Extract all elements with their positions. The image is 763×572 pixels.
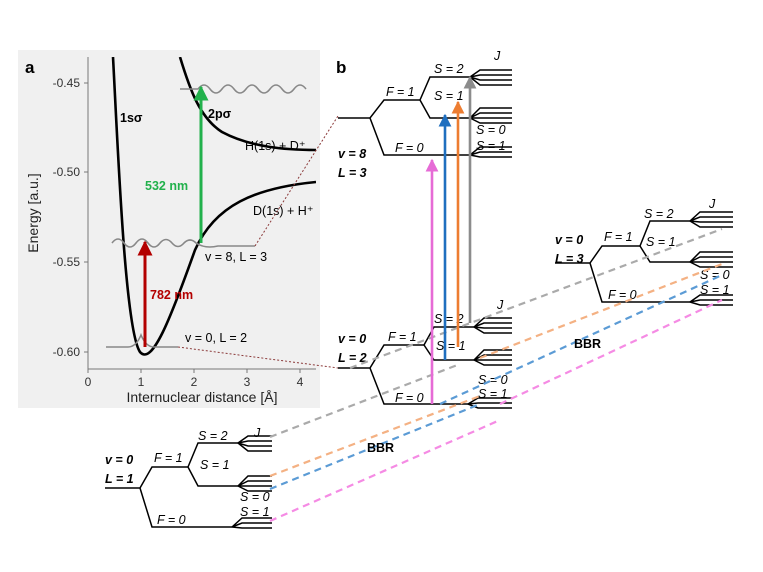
label-J: J — [496, 298, 504, 312]
label-asymptote-upper: H(1s) + D⁺ — [245, 139, 305, 153]
label-v: v = 0 — [555, 233, 583, 247]
potential-curve-2p-sigma — [178, 57, 316, 152]
label-J: J — [253, 426, 261, 440]
label-532nm: 532 nm — [145, 179, 188, 193]
label-L: L = 1 — [105, 472, 134, 486]
bbr-label: BBR — [367, 441, 394, 455]
label-S1: S = 1 — [240, 505, 270, 519]
y-tick-label: -0.55 — [53, 255, 81, 269]
label-S1: S = 1 — [646, 235, 676, 249]
label-F1: F = 1 — [604, 230, 633, 244]
label-S2: S = 2 — [644, 207, 674, 221]
x-tick-label: 0 — [85, 375, 92, 389]
panel-b-label: b — [336, 58, 346, 77]
panel-a-label: a — [25, 58, 35, 77]
bbr-line-blue-lower — [269, 402, 481, 491]
label-782nm: 782 nm — [150, 288, 193, 302]
label-F0: F = 0 — [395, 141, 424, 155]
potential-curve-1s-sigma — [111, 57, 316, 356]
bbr-line-pink-lower — [269, 418, 501, 523]
label-F1: F = 1 — [386, 85, 415, 99]
label-S2: S = 2 — [198, 429, 228, 443]
label-S1: S = 1 — [200, 458, 230, 472]
label-F1: F = 1 — [154, 451, 183, 465]
manifold-v8-l3 — [338, 69, 512, 158]
y-axis-label: Energy [a.u.] — [25, 173, 41, 252]
label-J: J — [708, 197, 716, 211]
label-S2: S = 2 — [434, 62, 464, 76]
x-tick-label: 2 — [191, 375, 198, 389]
manifold-v0-l1 — [105, 435, 272, 529]
label-2p-sigma: 2pσ — [208, 107, 232, 121]
x-tick-label: 1 — [138, 375, 145, 389]
label-v: v = 0 — [105, 453, 133, 467]
y-tick-label: -0.60 — [53, 345, 81, 359]
label-J: J — [493, 49, 501, 63]
panel-b: b v = 8 L = 3 F = 1 F = 0 S = 2 S = 1 S … — [105, 49, 733, 529]
label-F0: F = 0 — [157, 513, 186, 527]
label-state-upper: v = 8, L = 3 — [205, 250, 267, 264]
bbr-line-orange-upper — [479, 262, 723, 360]
label-state-lower: v = 0, L = 2 — [185, 331, 247, 345]
label-S0: S = 0 — [700, 268, 730, 282]
label-S0: S = 0 — [476, 123, 506, 137]
y-tick-label: -0.50 — [53, 165, 81, 179]
bbr-line-gray-upper — [349, 227, 723, 370]
label-L: L = 3 — [338, 166, 367, 180]
label-1s-sigma: 1sσ — [120, 111, 143, 125]
zoom-guide-line — [177, 346, 339, 369]
label-F0: F = 0 — [395, 391, 424, 405]
wavefunction-v8 — [111, 238, 255, 248]
label-v: v = 0 — [338, 332, 366, 346]
wavefunction-v0 — [106, 332, 178, 348]
y-tick-label: -0.45 — [53, 76, 81, 90]
label-S0: S = 0 — [478, 373, 508, 387]
x-tick-label: 4 — [297, 375, 304, 389]
label-S1: S = 1 — [478, 387, 508, 401]
label-L: L = 2 — [338, 351, 367, 365]
bbr-line-pink-upper — [499, 299, 723, 405]
x-tick-label: 3 — [244, 375, 251, 389]
bbr-line-gray-lower — [269, 362, 461, 439]
wavefunction-continuum — [180, 84, 307, 94]
label-S1: S = 1 — [434, 89, 464, 103]
label-L: L = 3 — [555, 252, 584, 266]
x-axis-label: Internuclear distance [Å] — [127, 389, 278, 405]
label-S1: S = 1 — [700, 283, 730, 297]
bbr-line-orange-lower — [269, 394, 481, 478]
bbr-line-blue-upper — [439, 273, 723, 406]
label-S0: S = 0 — [240, 490, 270, 504]
zoom-guide-line — [254, 115, 339, 247]
label-asymptote-lower: D(1s) + H⁺ — [253, 204, 313, 218]
label-F1: F = 1 — [388, 330, 417, 344]
label-v: v = 8 — [338, 147, 366, 161]
label-S1: S = 1 — [476, 139, 506, 153]
label-F0: F = 0 — [608, 288, 637, 302]
panel-a: a -0.45 -0.50 -0.55 -0.60 0 1 2 3 4 Inte… — [18, 50, 320, 408]
label-S1: S = 1 — [436, 339, 466, 353]
label-S2: S = 2 — [434, 312, 464, 326]
bbr-label: BBR — [574, 337, 601, 351]
panel-a-background — [18, 50, 320, 408]
